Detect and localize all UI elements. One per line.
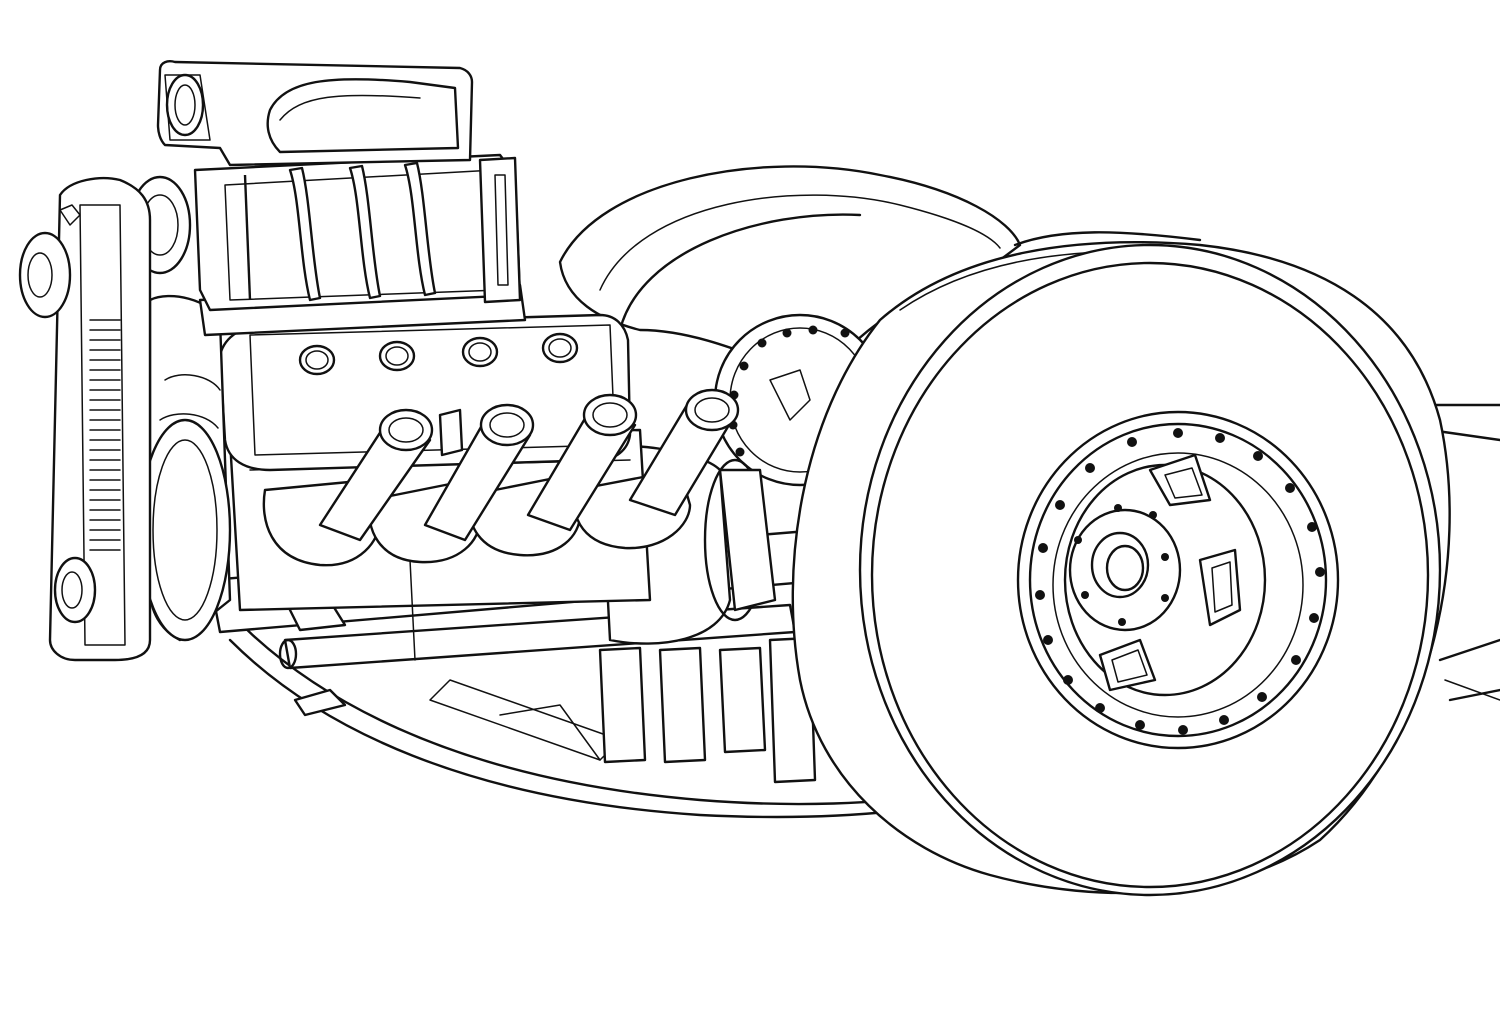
supercharger-with-scoop <box>128 60 527 337</box>
rear-slick-tire-near <box>791 231 1451 897</box>
toothed-drive-belt <box>18 176 152 662</box>
exhaust-header-pipes <box>262 388 740 567</box>
